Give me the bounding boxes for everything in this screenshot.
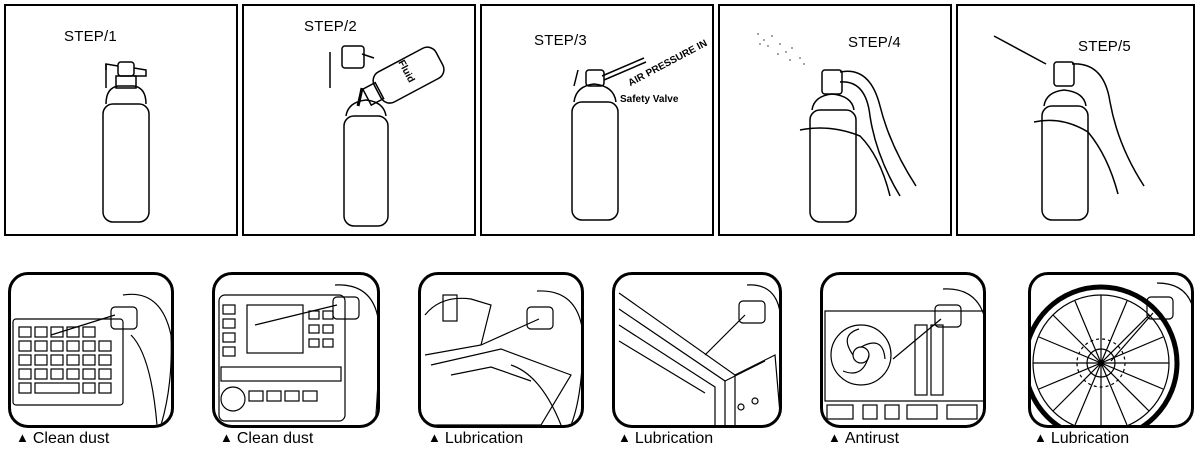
- step-1-label: STEP/1: [64, 28, 117, 45]
- caption-text: Clean dust: [236, 430, 314, 447]
- black-up-triangle-icon: ▲: [428, 430, 441, 445]
- use-card-keyboard: [8, 272, 174, 428]
- step-1-panel: STEP/1: [4, 4, 238, 236]
- black-up-triangle-icon: ▲: [1034, 430, 1047, 445]
- step-3-label: STEP/3: [534, 32, 587, 49]
- car-dashboard-scene-illustration: [218, 284, 377, 425]
- step-2-panel: STEP/2 Fluid: [242, 4, 476, 236]
- caption-text: Lubrication: [444, 430, 524, 447]
- use-caption-2: ▲Clean dust: [220, 430, 313, 448]
- bicycle-wheel-scene-illustration: [1031, 282, 1191, 425]
- keyboard-scene-illustration: [12, 293, 171, 425]
- step-4-label: STEP/4: [848, 34, 901, 51]
- use-card-sewing-machine: [418, 272, 584, 428]
- use-caption-3: ▲Lubrication: [428, 430, 523, 448]
- caption-text: Lubrication: [1050, 430, 1130, 447]
- safety-valve-annotation: Safety Valve: [620, 94, 679, 105]
- caption-text: Antirust: [844, 430, 900, 447]
- caption-text: Clean dust: [32, 430, 110, 447]
- step-3-panel: STEP/3 AIR PRESSURE IN Safety Valve: [480, 4, 714, 236]
- sewing-machine-scene-illustration: [424, 290, 581, 425]
- extension-straw-illustration: [993, 35, 1145, 221]
- black-up-triangle-icon: ▲: [828, 430, 841, 445]
- step-4-panel: STEP/4: [718, 4, 952, 236]
- black-up-triangle-icon: ▲: [618, 430, 631, 445]
- use-caption-4: ▲Lubrication: [618, 430, 713, 448]
- spray-bottle-illustration: [102, 61, 150, 223]
- black-up-triangle-icon: ▲: [16, 430, 29, 445]
- use-caption-1: ▲Clean dust: [16, 430, 109, 448]
- use-card-motherboard: [820, 272, 986, 428]
- step-5-label: STEP/5: [1078, 38, 1131, 55]
- caption-text: Lubrication: [634, 430, 714, 447]
- use-caption-6: ▲Lubrication: [1034, 430, 1129, 448]
- refill-illustration: [329, 45, 445, 227]
- use-card-bicycle-wheel: [1028, 272, 1194, 428]
- window-track-scene-illustration: [618, 284, 779, 425]
- black-up-triangle-icon: ▲: [220, 430, 233, 445]
- use-caption-5: ▲Antirust: [828, 430, 899, 448]
- use-card-car-dashboard: [212, 272, 380, 428]
- step-5-panel: STEP/5: [956, 4, 1195, 236]
- motherboard-scene-illustration: [824, 288, 983, 420]
- use-card-window-track: [612, 272, 782, 428]
- air-pressure-illustration: [571, 57, 647, 221]
- step-2-label: STEP/2: [304, 18, 357, 35]
- spraying-illustration: [757, 33, 917, 223]
